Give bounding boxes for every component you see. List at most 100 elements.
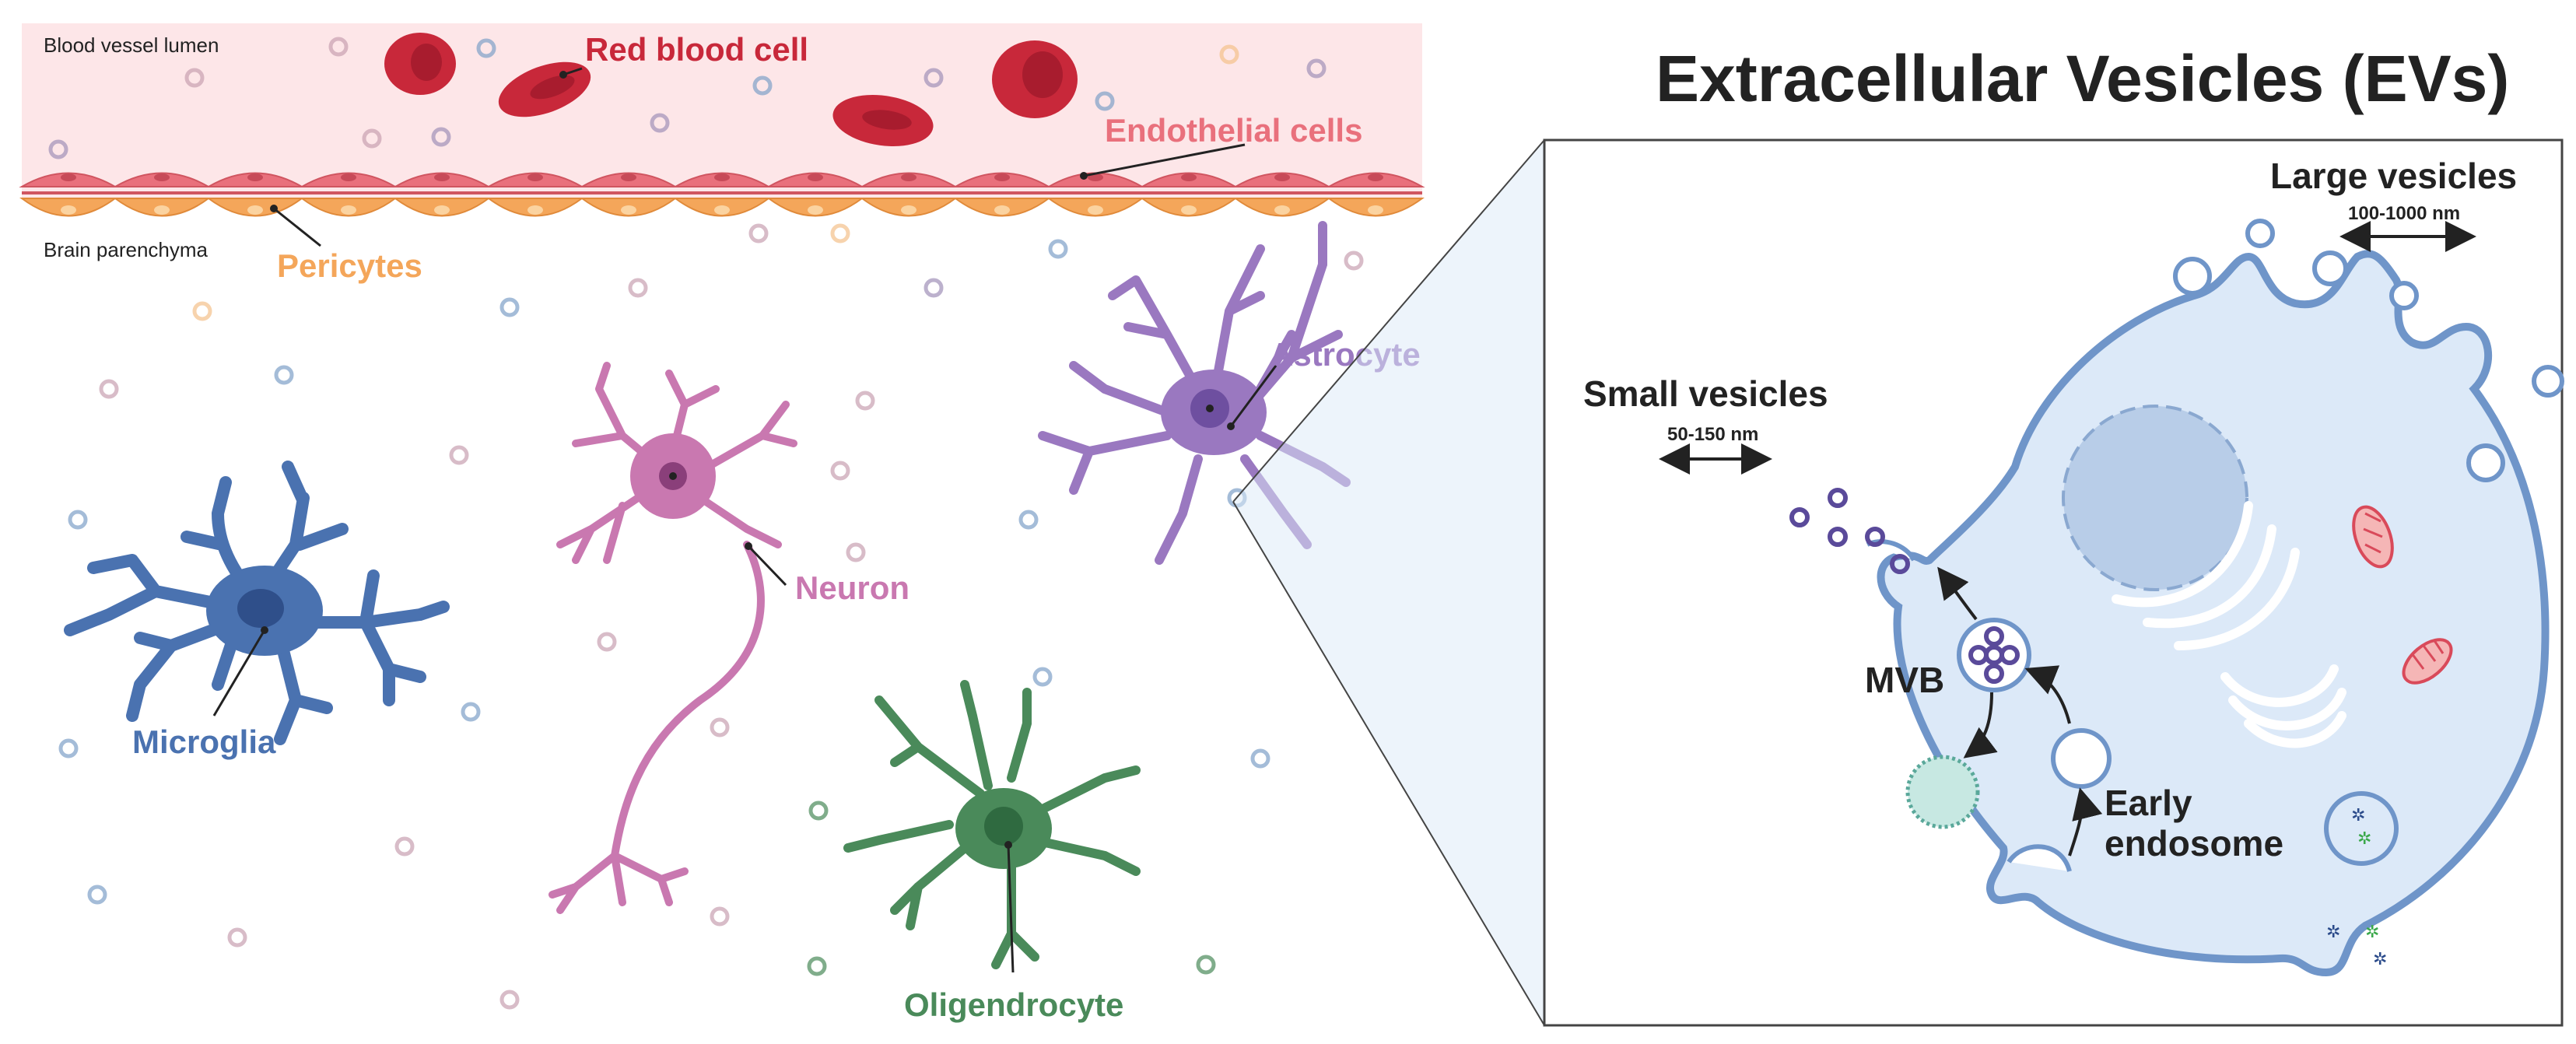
extracellular-vesicle — [1250, 748, 1270, 769]
endothelial-label: Endothelial cells — [1105, 112, 1362, 149]
membrane-invagination — [2006, 844, 2072, 872]
zoom-line-top — [1232, 139, 1545, 503]
pericyte-pointer — [273, 207, 321, 247]
extracellular-vesicle — [184, 68, 205, 88]
endothelial-nucleus — [1368, 173, 1383, 181]
extracellular-vesicle — [449, 445, 469, 465]
extracellular-vesicle — [461, 702, 481, 722]
endoplasmic-reticulum — [2112, 501, 2300, 650]
neuron-cell — [548, 362, 797, 914]
oligodendrocyte-label: Oligendrocyte — [904, 986, 1123, 1023]
blood-vessel: Blood vessel lumen Brain parenchyma Red … — [19, 23, 1425, 284]
endothelial-nucleus — [714, 173, 730, 181]
extracellular-vesicle — [394, 836, 415, 857]
extracellular-vesicle — [1018, 510, 1039, 530]
page-title: Extracellular Vesicles (EVs) — [1656, 42, 2509, 115]
extracellular-vesicle — [808, 801, 829, 821]
parenchyma-label: Brain parenchyma — [44, 238, 209, 261]
extracellular-vesicle — [1095, 91, 1115, 111]
extracellular-vesicle — [924, 68, 944, 88]
pericyte-nucleus — [434, 205, 450, 215]
pericyte-nucleus — [1181, 205, 1197, 215]
oligodendrocyte-cell — [843, 680, 1141, 969]
endothelial-pointer — [1083, 143, 1246, 177]
red-blood-cell — [384, 33, 456, 95]
extracellular-vesicle — [227, 927, 247, 948]
extracellular-vesicle — [1306, 58, 1327, 79]
pericyte-nucleus — [1274, 205, 1290, 215]
extracellular-vesicle — [1032, 667, 1053, 687]
pericytes-label: Pericytes — [277, 247, 422, 284]
endothelial-nucleus — [527, 173, 543, 181]
mvb-label: MVB — [1865, 660, 1944, 700]
extracellular-vesicle — [1196, 955, 1216, 975]
released-cargo: ✲ — [2326, 922, 2340, 941]
extracellular-vesicle — [710, 717, 730, 737]
pericyte-nucleus — [154, 205, 170, 215]
early-endosome-label-line1: Early — [2105, 783, 2192, 823]
pericyte-nucleus — [527, 205, 543, 215]
red-blood-cell — [498, 61, 591, 117]
extracellular-vesicle — [192, 301, 212, 321]
pericyte-nucleus — [1368, 205, 1383, 215]
extracellular-vesicle — [748, 223, 769, 243]
endothelial-nucleus — [808, 173, 823, 181]
extracellular-vesicle — [362, 128, 382, 149]
microglia-label: Microglia — [132, 723, 276, 760]
oligodendrocyte-pointer — [1007, 844, 1015, 973]
extracellular-vesicle — [87, 885, 107, 905]
arrow-mvb-to-membrane — [1937, 566, 1978, 621]
neuron-pointer-dot — [745, 542, 752, 550]
golgi-apparatus — [2220, 664, 2346, 748]
pericyte-nucleus — [1088, 205, 1103, 215]
oligodendrocyte-pointer-dot — [1004, 841, 1012, 849]
extracellular-vesicle — [846, 542, 866, 562]
red-blood-cell — [992, 40, 1078, 118]
extracellular-vesicle — [924, 278, 944, 298]
pericyte-nucleus — [621, 205, 636, 215]
endothelial-nucleus — [901, 173, 916, 181]
small-vesicles-size: 50-150 nm — [1667, 424, 1758, 445]
extracellular-vesicle — [1344, 250, 1364, 271]
extracellular-vesicle — [752, 75, 773, 96]
pericyte-nucleus — [61, 205, 76, 215]
early-endosome — [2051, 728, 2112, 789]
extracellular-vesicle — [499, 990, 520, 1010]
mitochondrion — [2352, 505, 2394, 569]
extracellular-vesicle — [68, 510, 88, 530]
small-vesicles-label: Small vesicles — [1583, 373, 1828, 414]
neuron-pointer — [747, 545, 787, 587]
rbc-label: Red blood cell — [585, 31, 808, 68]
endothelial-pointer-dot — [1080, 172, 1088, 180]
endothelial-nucleus — [621, 173, 636, 181]
extracellular-vesicle — [58, 738, 79, 758]
endothelial-nucleus — [1181, 173, 1197, 181]
pericyte-nucleus — [714, 205, 730, 215]
lumen-label: Blood vessel lumen — [44, 33, 219, 57]
extracellular-vesicle — [830, 461, 850, 481]
nucleus — [2062, 405, 2248, 591]
extracellular-vesicle — [830, 223, 850, 243]
extracellular-vesicle — [476, 38, 496, 58]
pericyte-layer — [19, 198, 1425, 217]
endothelial-nucleus — [247, 173, 263, 181]
endothelial-nucleus — [341, 173, 356, 181]
vessel-lumen — [22, 23, 1422, 198]
pericyte-nucleus — [808, 205, 823, 215]
released-cargo: ✲ — [2365, 922, 2379, 941]
pericyte-nucleus — [994, 205, 1010, 215]
secreting-cell: ✲ ✲ ✲ ✲ ✲ — [1877, 250, 2550, 977]
extracellular-vesicle — [499, 297, 520, 317]
arrow-invagination-to-endosome — [2068, 787, 2103, 857]
pericyte-nucleus — [901, 205, 916, 215]
large-vesicles-size: 100-1000 nm — [2348, 203, 2460, 224]
extracellular-vesicle — [855, 391, 875, 411]
scattered-vesicles — [48, 37, 1364, 1010]
astrocyte-pointer — [1229, 365, 1277, 427]
extracellular-vesicle — [1219, 44, 1239, 65]
endothelial-nucleus — [434, 173, 450, 181]
extracellular-vesicle — [99, 379, 119, 399]
extracellular-vesicle — [1048, 239, 1068, 259]
extracellular-vesicle — [650, 113, 670, 133]
